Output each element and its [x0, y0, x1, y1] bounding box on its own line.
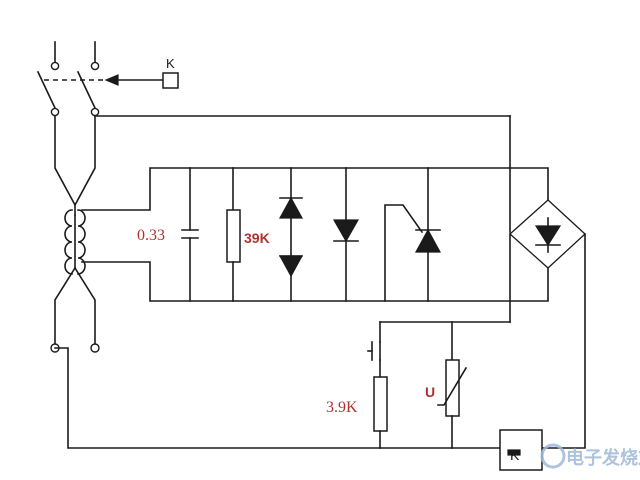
capacitor-label: 0.33	[137, 227, 165, 244]
varistor	[445, 359, 460, 417]
relay-label-bottom: K	[510, 447, 520, 463]
resistor-3-9k-label: 3.9K	[326, 399, 358, 416]
resistor-3-9k	[373, 376, 388, 432]
zener-diodes	[278, 167, 304, 302]
detection-rails	[81, 167, 549, 302]
actuator-arrow	[104, 74, 119, 86]
double-pole-switch: K	[36, 41, 179, 117]
switch-terminal	[90, 61, 100, 71]
varistor-slash	[437, 366, 468, 406]
resistor-39k: 39K	[226, 167, 270, 302]
switch-blade	[76, 70, 97, 110]
switch-terminal	[90, 107, 100, 117]
output-terminal	[90, 343, 100, 353]
capacitor: 0.33	[137, 167, 199, 302]
line-conductors	[50, 115, 511, 449]
diode	[332, 167, 360, 302]
switch-terminal	[50, 107, 60, 117]
watermark-logo: 电子发烧友	[540, 443, 640, 469]
resistor-39k-label: 39K	[244, 230, 270, 246]
thyristor	[384, 167, 442, 302]
relay-coil-top	[162, 72, 179, 89]
test-branch: 3.9K U	[326, 321, 511, 449]
bridge-rectifier	[509, 199, 586, 449]
relay-label-top: K	[166, 56, 175, 71]
switch-terminal	[50, 61, 60, 71]
switch-blade	[36, 70, 57, 110]
relay-coil-bottom: K	[499, 429, 543, 471]
transformer-coil	[77, 209, 86, 275]
watermark-text: 电子发烧友	[566, 447, 640, 469]
varistor-label: U	[425, 384, 435, 400]
transformer-coil	[64, 209, 73, 275]
